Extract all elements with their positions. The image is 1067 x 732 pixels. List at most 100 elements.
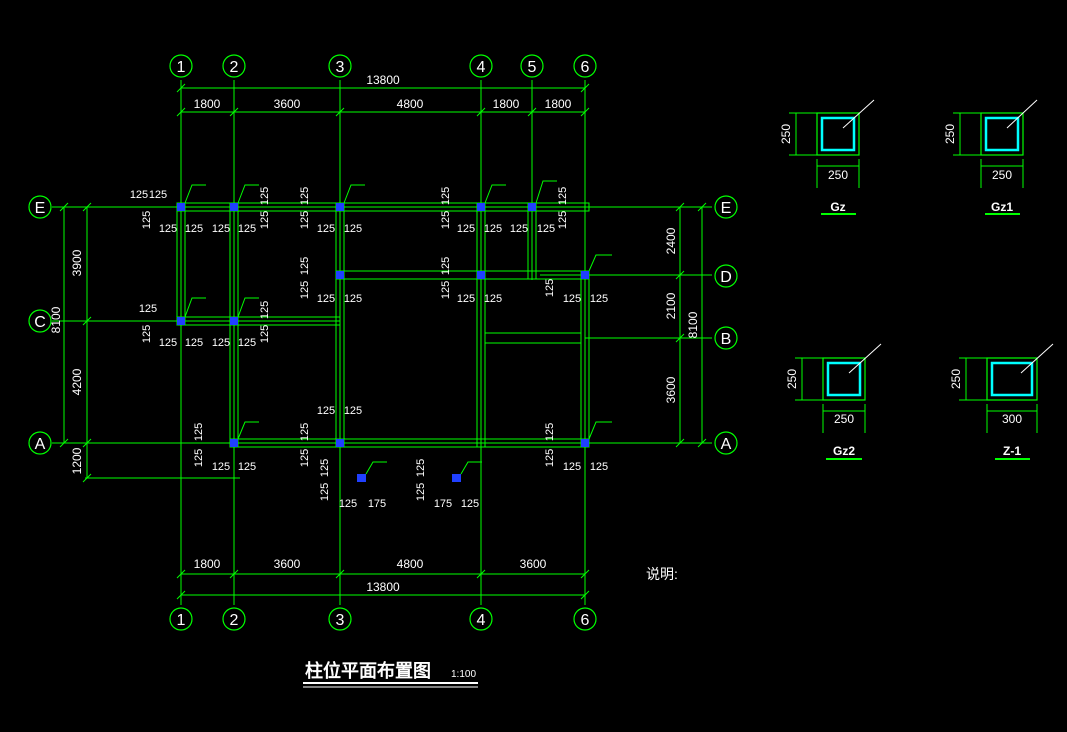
column [581,439,589,447]
column-offset-label: 125 [299,423,311,441]
grid-label-right: D [720,269,732,286]
column [477,271,485,279]
column-offset-label: 125 [319,459,331,477]
left-total-dimension: 8100 [49,306,63,333]
column-offset-label: 125 [159,223,177,235]
grid-label-right: A [721,436,732,453]
column [230,203,238,211]
column-offset-label: 125 [212,461,230,473]
column-offset-label: 125 [415,459,427,477]
column-offset-label: 125 [299,449,311,467]
drawing-title: 柱位平面布置图 [305,660,431,681]
column-offset-label: 125 [510,223,528,235]
section-label: Gz [830,200,845,214]
column [357,474,366,482]
column-offset-label: 125 [440,211,452,229]
bottom-total-dimension: 13800 [366,580,400,594]
section-height: 250 [949,369,963,389]
left-span-dimension: 4200 [70,368,84,395]
column-offset-label: 125 [212,223,230,235]
grid-label-top: 5 [528,59,537,76]
left-span-dimension: 3900 [70,249,84,276]
grid-label-bottom: 6 [581,612,590,629]
column-offset-label: 125 [141,325,153,343]
column-leaders [184,180,612,475]
column [336,439,344,447]
bottom-dimensions [176,569,590,600]
column-offset-label: 125 [238,337,256,349]
column-offset-label: 175 [368,498,386,510]
column-offset-label: 125 [457,293,475,305]
column-offset-label: 125 [440,187,452,205]
column-offset-label: 125 [440,257,452,275]
column-offset-label: 125 [339,498,357,510]
column-offset-label: 125 [185,223,203,235]
section-detail-gz [789,99,875,215]
grid-label-top: 6 [581,59,590,76]
section-width: 300 [1002,412,1022,426]
bottom-span-dimension: 3600 [274,557,301,571]
column-offset-label: 125 [317,223,335,235]
grid-label-top: 2 [230,59,239,76]
column-offset-label: 125 [238,461,256,473]
section-width: 250 [992,168,1012,182]
right-span-dimension: 2100 [664,292,678,319]
column [477,203,485,211]
column-offset-label: 125 [590,293,608,305]
column-offset-label: 125 [457,223,475,235]
grid-label-top: 3 [336,59,345,76]
column-offset-label: 125 [484,293,502,305]
columns [177,203,589,482]
section-height: 250 [943,124,957,144]
column-offset-label: 125 [212,337,230,349]
column-offset-label: 125 [544,279,556,297]
column-offset-label: 125 [238,223,256,235]
grid-label-right: E [721,200,732,217]
column-offset-label: 125 [319,483,331,501]
column-offset-label: 125 [193,449,205,467]
column-offset-label: 125 [461,498,479,510]
notes-label: 说明: [646,566,678,582]
column-offset-label: 125 [440,281,452,299]
column-offset-label: 125 [544,423,556,441]
section-detail-gz1 [953,99,1038,215]
grid-label-left: E [35,200,46,217]
column-offset-label: 125 [299,187,311,205]
column [177,317,185,325]
column-offset-label: 125 [159,337,177,349]
top-span-dimension: 3600 [274,97,301,111]
column [336,271,344,279]
column-offset-label: 175 [434,498,452,510]
section-width: 250 [828,168,848,182]
grid-label-left: C [34,314,46,331]
top-span-dimension: 1800 [493,97,520,111]
left-span-dimension: 1200 [70,447,84,474]
column-offset-label: 125 [299,281,311,299]
column [581,271,589,279]
column-offset-label: 125 [185,337,203,349]
column [336,203,344,211]
column-offset-label: 125 [259,325,271,343]
grid-label-top: 4 [477,59,486,76]
column-offset-label: 125 [484,223,502,235]
column-offset-label: 125 [344,405,362,417]
section-detail-gz2 [795,343,882,460]
right-dimensions [675,202,707,448]
column [230,439,238,447]
section-label: Gz2 [833,444,855,458]
column-offset-label: 125 [141,211,153,229]
right-span-dimension: 3600 [664,376,678,403]
column-offset-label: 125 [317,293,335,305]
section-width: 250 [834,412,854,426]
grid-label-bottom: 4 [477,612,486,629]
section-height: 250 [785,369,799,389]
column [230,317,238,325]
column-offset-label: 125 [344,293,362,305]
section-label: Gz1 [991,200,1013,214]
bottom-span-dimension: 3600 [520,557,547,571]
grid-label-bottom: 2 [230,612,239,629]
grid-label-top: 1 [177,59,186,76]
column-offset-label: 125 [259,211,271,229]
bottom-span-dimension: 4800 [397,557,424,571]
